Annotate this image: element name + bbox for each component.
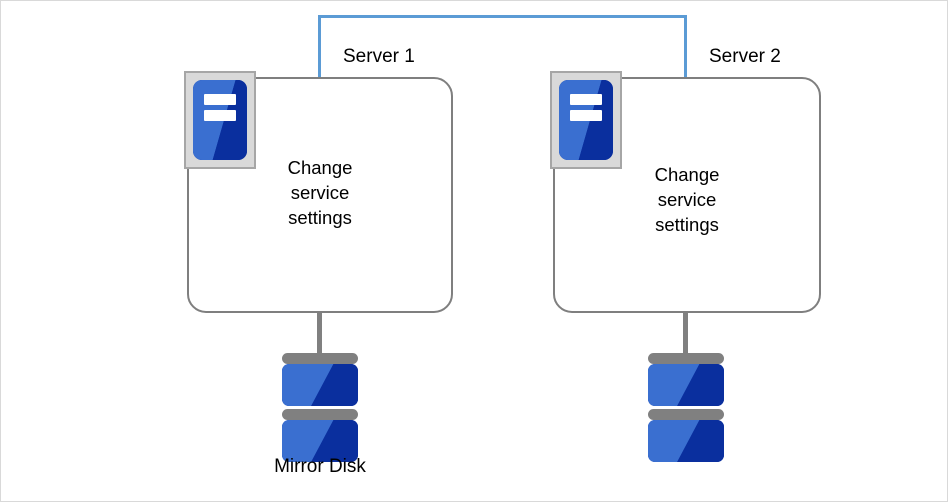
interconnect-horizontal-segment	[318, 15, 687, 18]
interconnect-left-drop	[318, 15, 321, 78]
disk-block-lower-sheen	[282, 420, 358, 462]
server-2-line-2: service	[657, 189, 717, 210]
disk-block-upper	[648, 364, 724, 406]
server-1-line-3: settings	[288, 207, 352, 228]
server-1-disk-icon	[282, 353, 358, 462]
interconnect-right-drop	[684, 15, 687, 78]
disk-bar-top	[648, 353, 724, 364]
server-2-disk-icon	[648, 353, 724, 462]
disk-bar-top	[282, 353, 358, 364]
server-icon-body	[559, 80, 613, 160]
server-2-line-3: settings	[655, 214, 719, 235]
server-1-label: Server 1	[343, 46, 415, 67]
disk-block-upper	[282, 364, 358, 406]
disk-block-upper-sheen	[282, 364, 358, 406]
server-2-box[interactable]: Change service settings	[553, 77, 821, 313]
server-icon-body	[193, 80, 247, 160]
server-1-disk-link	[317, 313, 322, 357]
server-2-line-1: Change	[654, 164, 720, 185]
disk-bar-middle	[648, 409, 724, 420]
server-icon	[550, 71, 622, 169]
disk-block-upper-sheen	[648, 364, 724, 406]
server-1-line-1: Change	[287, 157, 353, 178]
server-2-label: Server 2	[709, 46, 781, 67]
server-icon	[184, 71, 256, 169]
server-2-disk-link	[683, 313, 688, 357]
disk-block-lower	[648, 420, 724, 462]
server-1-line-2: service	[290, 182, 350, 203]
disk-block-lower	[282, 420, 358, 462]
disk-block-lower-sheen	[648, 420, 724, 462]
mirror-disk-label: Mirror Disk	[274, 456, 366, 477]
server-icon-slot-top	[203, 94, 237, 106]
server-icon-slot-bottom	[569, 110, 603, 122]
server-icon-slot-top	[569, 94, 603, 106]
server-icon-slot-bottom	[203, 110, 237, 122]
disk-bar-middle	[282, 409, 358, 420]
